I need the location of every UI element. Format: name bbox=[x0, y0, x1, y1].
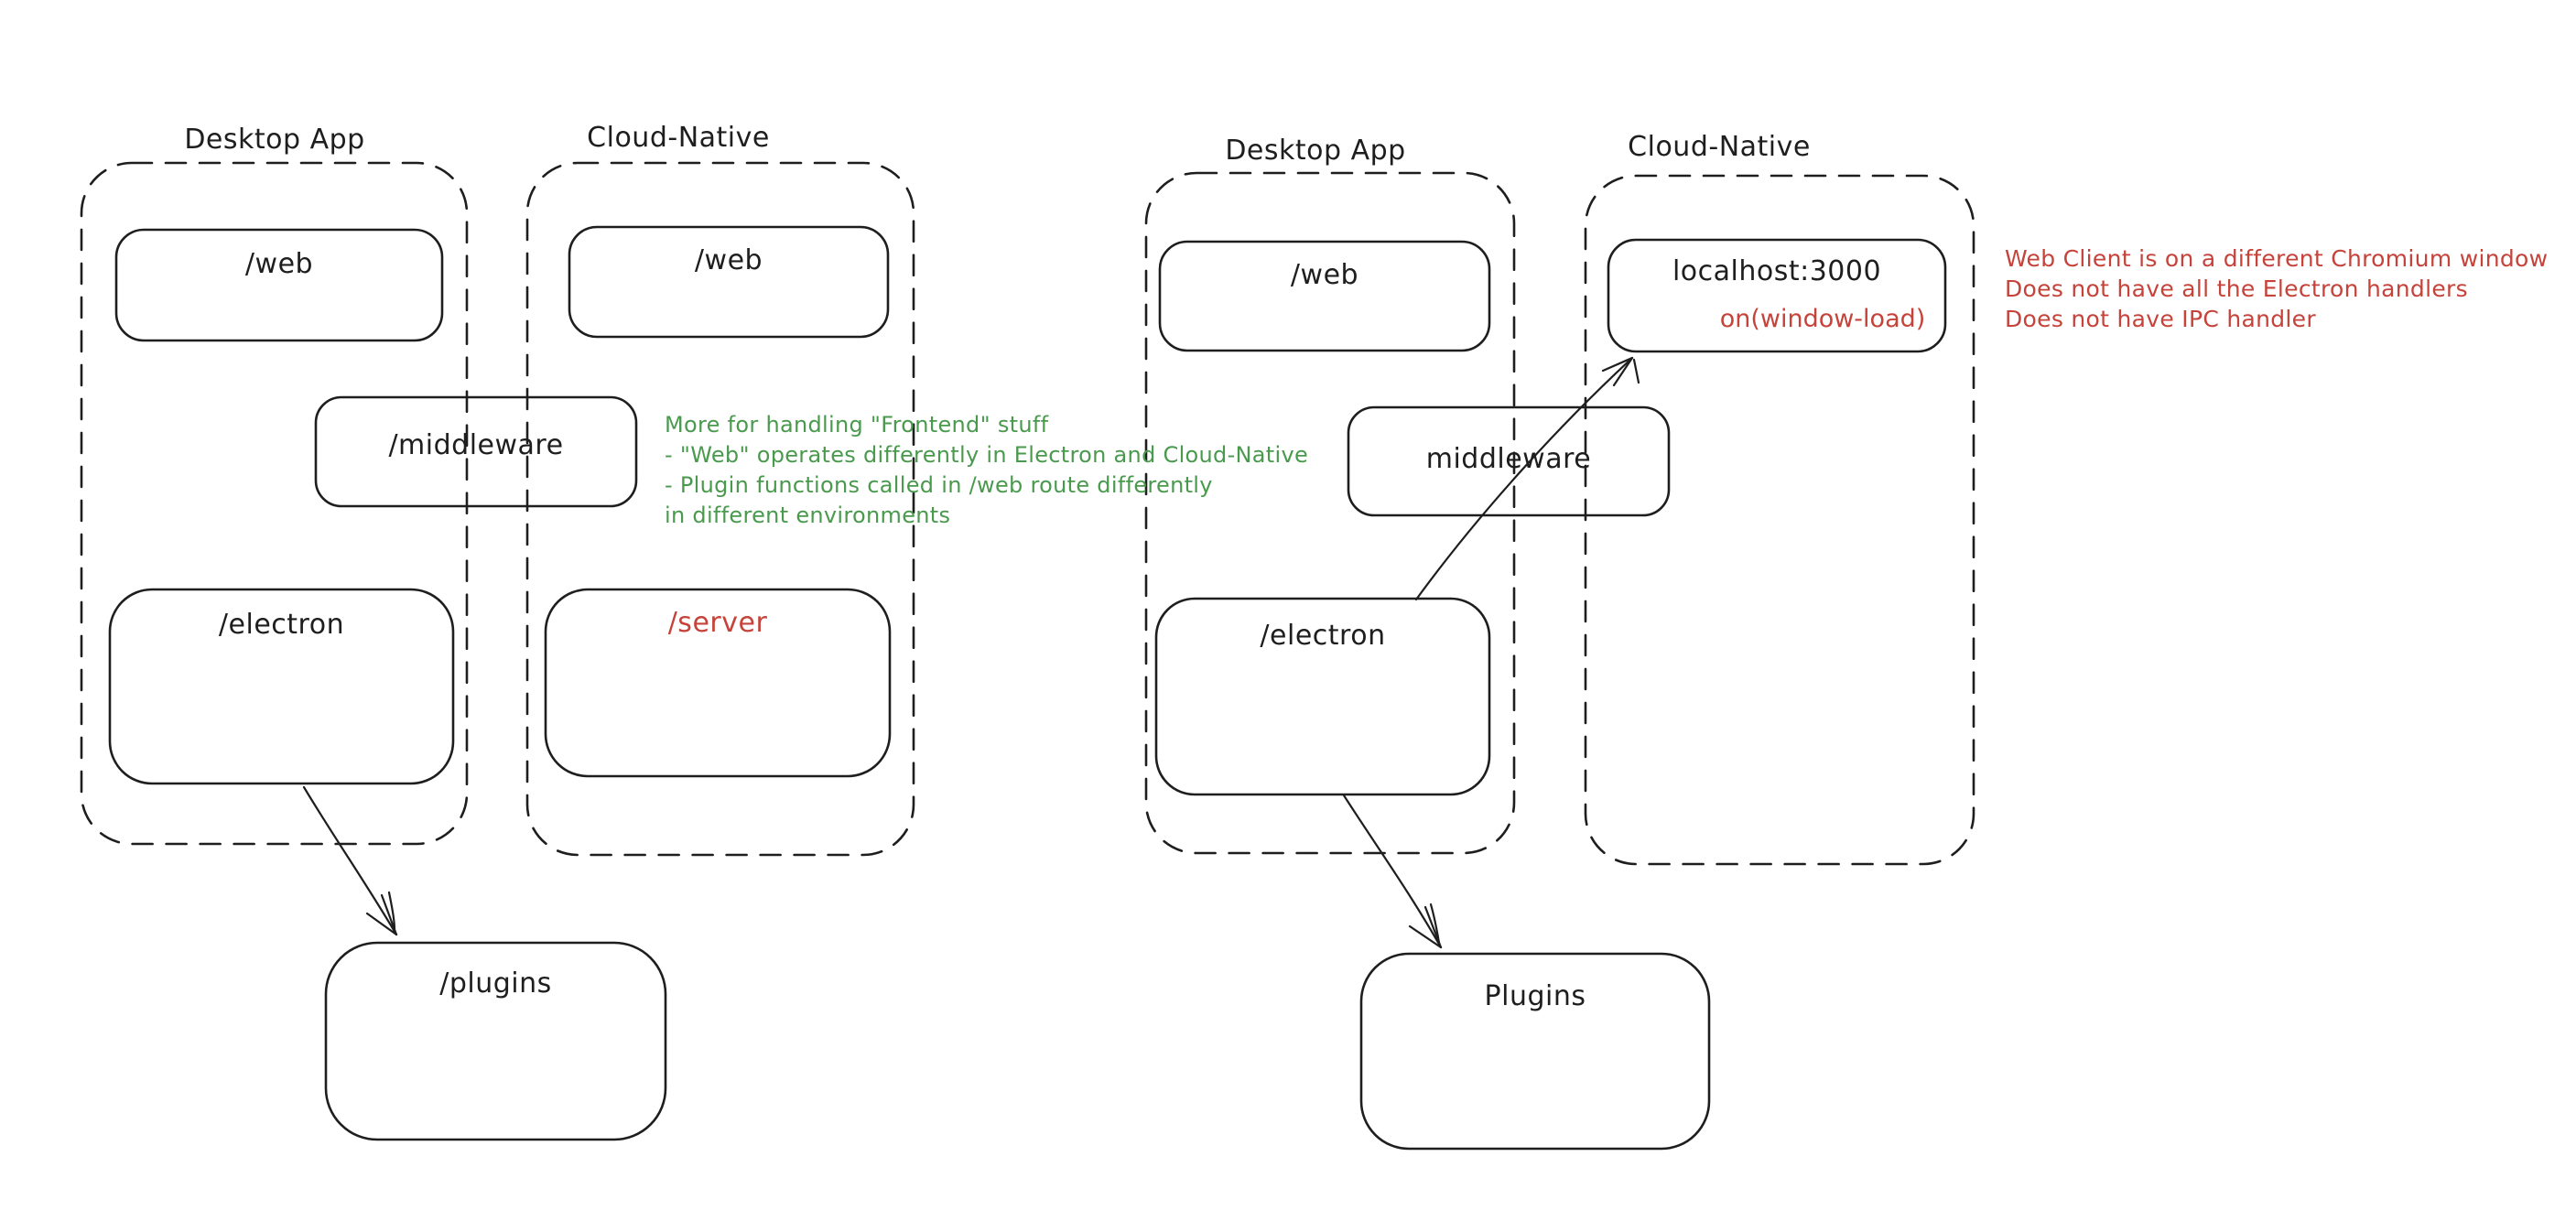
left-server-label: /server bbox=[667, 607, 768, 639]
left-middleware-box bbox=[314, 395, 638, 508]
right-plugins-label: Plugins bbox=[1484, 980, 1586, 1012]
right-desktop-web-label: /web bbox=[1290, 259, 1359, 291]
right-localhost-box bbox=[1607, 238, 1947, 353]
right-cloud-native-container bbox=[1584, 174, 1975, 866]
right-plugins-box bbox=[1359, 952, 1711, 1151]
left-server-box bbox=[544, 588, 892, 778]
green-note-line-3: - Plugin functions called in /web route … bbox=[665, 472, 1213, 498]
right-electron-box bbox=[1154, 597, 1491, 796]
left-desktop-container-title: Desktop App bbox=[184, 124, 365, 156]
right-localhost-window-load-label: on(window-load) bbox=[1719, 305, 1926, 333]
red-note-line-3: Does not have IPC handler bbox=[2005, 306, 2316, 332]
left-desktop-app-container bbox=[80, 161, 469, 846]
right-electron-to-plugins-arrow bbox=[1342, 794, 1443, 949]
left-electron-box bbox=[108, 588, 455, 785]
green-annotation-note: More for handling "Frontend" stuff - "We… bbox=[665, 410, 1308, 531]
red-note-line-2: Does not have all the Electron handlers bbox=[2005, 276, 2468, 302]
left-plugins-box bbox=[324, 941, 667, 1141]
green-note-line-2: - "Web" operates differently in Electron… bbox=[665, 442, 1309, 468]
right-middleware-label: middleware bbox=[1425, 443, 1592, 475]
left-middleware-label: /middleware bbox=[388, 429, 564, 461]
left-electron-to-plugins-arrow bbox=[302, 785, 398, 936]
right-desktop-web-box bbox=[1158, 240, 1491, 352]
left-desktop-web-label: /web bbox=[244, 248, 314, 280]
left-cloud-container-title: Cloud-Native bbox=[587, 122, 770, 154]
right-middleware-box bbox=[1347, 405, 1671, 517]
left-cloud-web-box bbox=[568, 225, 890, 339]
red-annotation-note: Web Client is on a different Chromium wi… bbox=[2005, 243, 2548, 334]
left-desktop-web-box bbox=[114, 228, 444, 342]
right-electron-label: /electron bbox=[1260, 620, 1386, 652]
right-electron-to-localhost-arrow bbox=[1414, 356, 1640, 601]
red-note-line-1: Web Client is on a different Chromium wi… bbox=[2005, 245, 2549, 272]
right-desktop-container-title: Desktop App bbox=[1225, 135, 1406, 167]
right-localhost-label: localhost:3000 bbox=[1672, 255, 1882, 287]
right-desktop-app-container bbox=[1144, 171, 1516, 855]
green-note-line-4: in different environments bbox=[665, 503, 951, 528]
left-plugins-label: /plugins bbox=[439, 967, 552, 1000]
left-cloud-native-container bbox=[525, 161, 915, 857]
left-cloud-web-label: /web bbox=[694, 244, 763, 276]
right-cloud-container-title: Cloud-Native bbox=[1628, 131, 1811, 163]
green-note-line-1: More for handling "Frontend" stuff bbox=[665, 412, 1049, 438]
left-electron-label: /electron bbox=[218, 609, 345, 641]
